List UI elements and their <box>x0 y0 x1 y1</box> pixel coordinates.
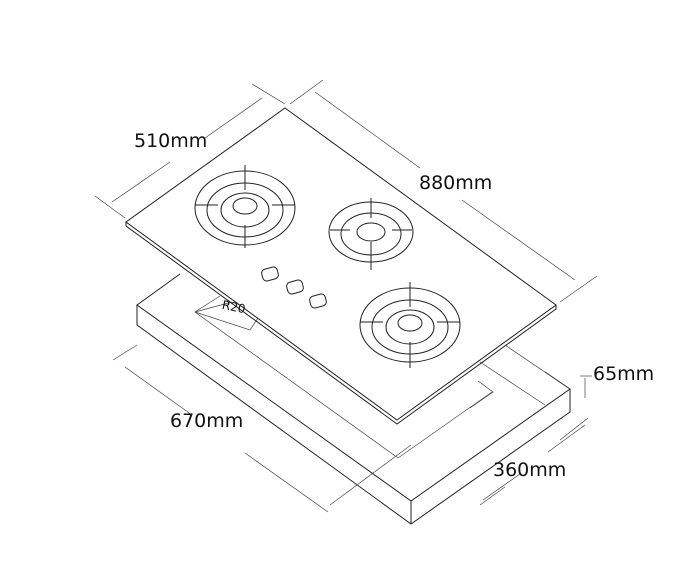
cutout-width-label: 670mm <box>170 410 244 432</box>
depth-dimension-label: 510mm <box>134 130 208 152</box>
cutout-box <box>136 273 571 525</box>
burner-middle <box>328 198 414 270</box>
corner-radius-marker <box>194 301 259 331</box>
width-dimension-label: 880mm <box>419 172 493 194</box>
burner-right <box>359 282 461 368</box>
dimension-lines <box>94 79 598 513</box>
cutout-height-label: 65mm <box>593 363 655 385</box>
burner-left <box>194 165 296 248</box>
cutout-depth-label: 360mm <box>493 459 567 481</box>
hob-glass-top <box>125 107 557 425</box>
control-knobs <box>261 266 327 309</box>
